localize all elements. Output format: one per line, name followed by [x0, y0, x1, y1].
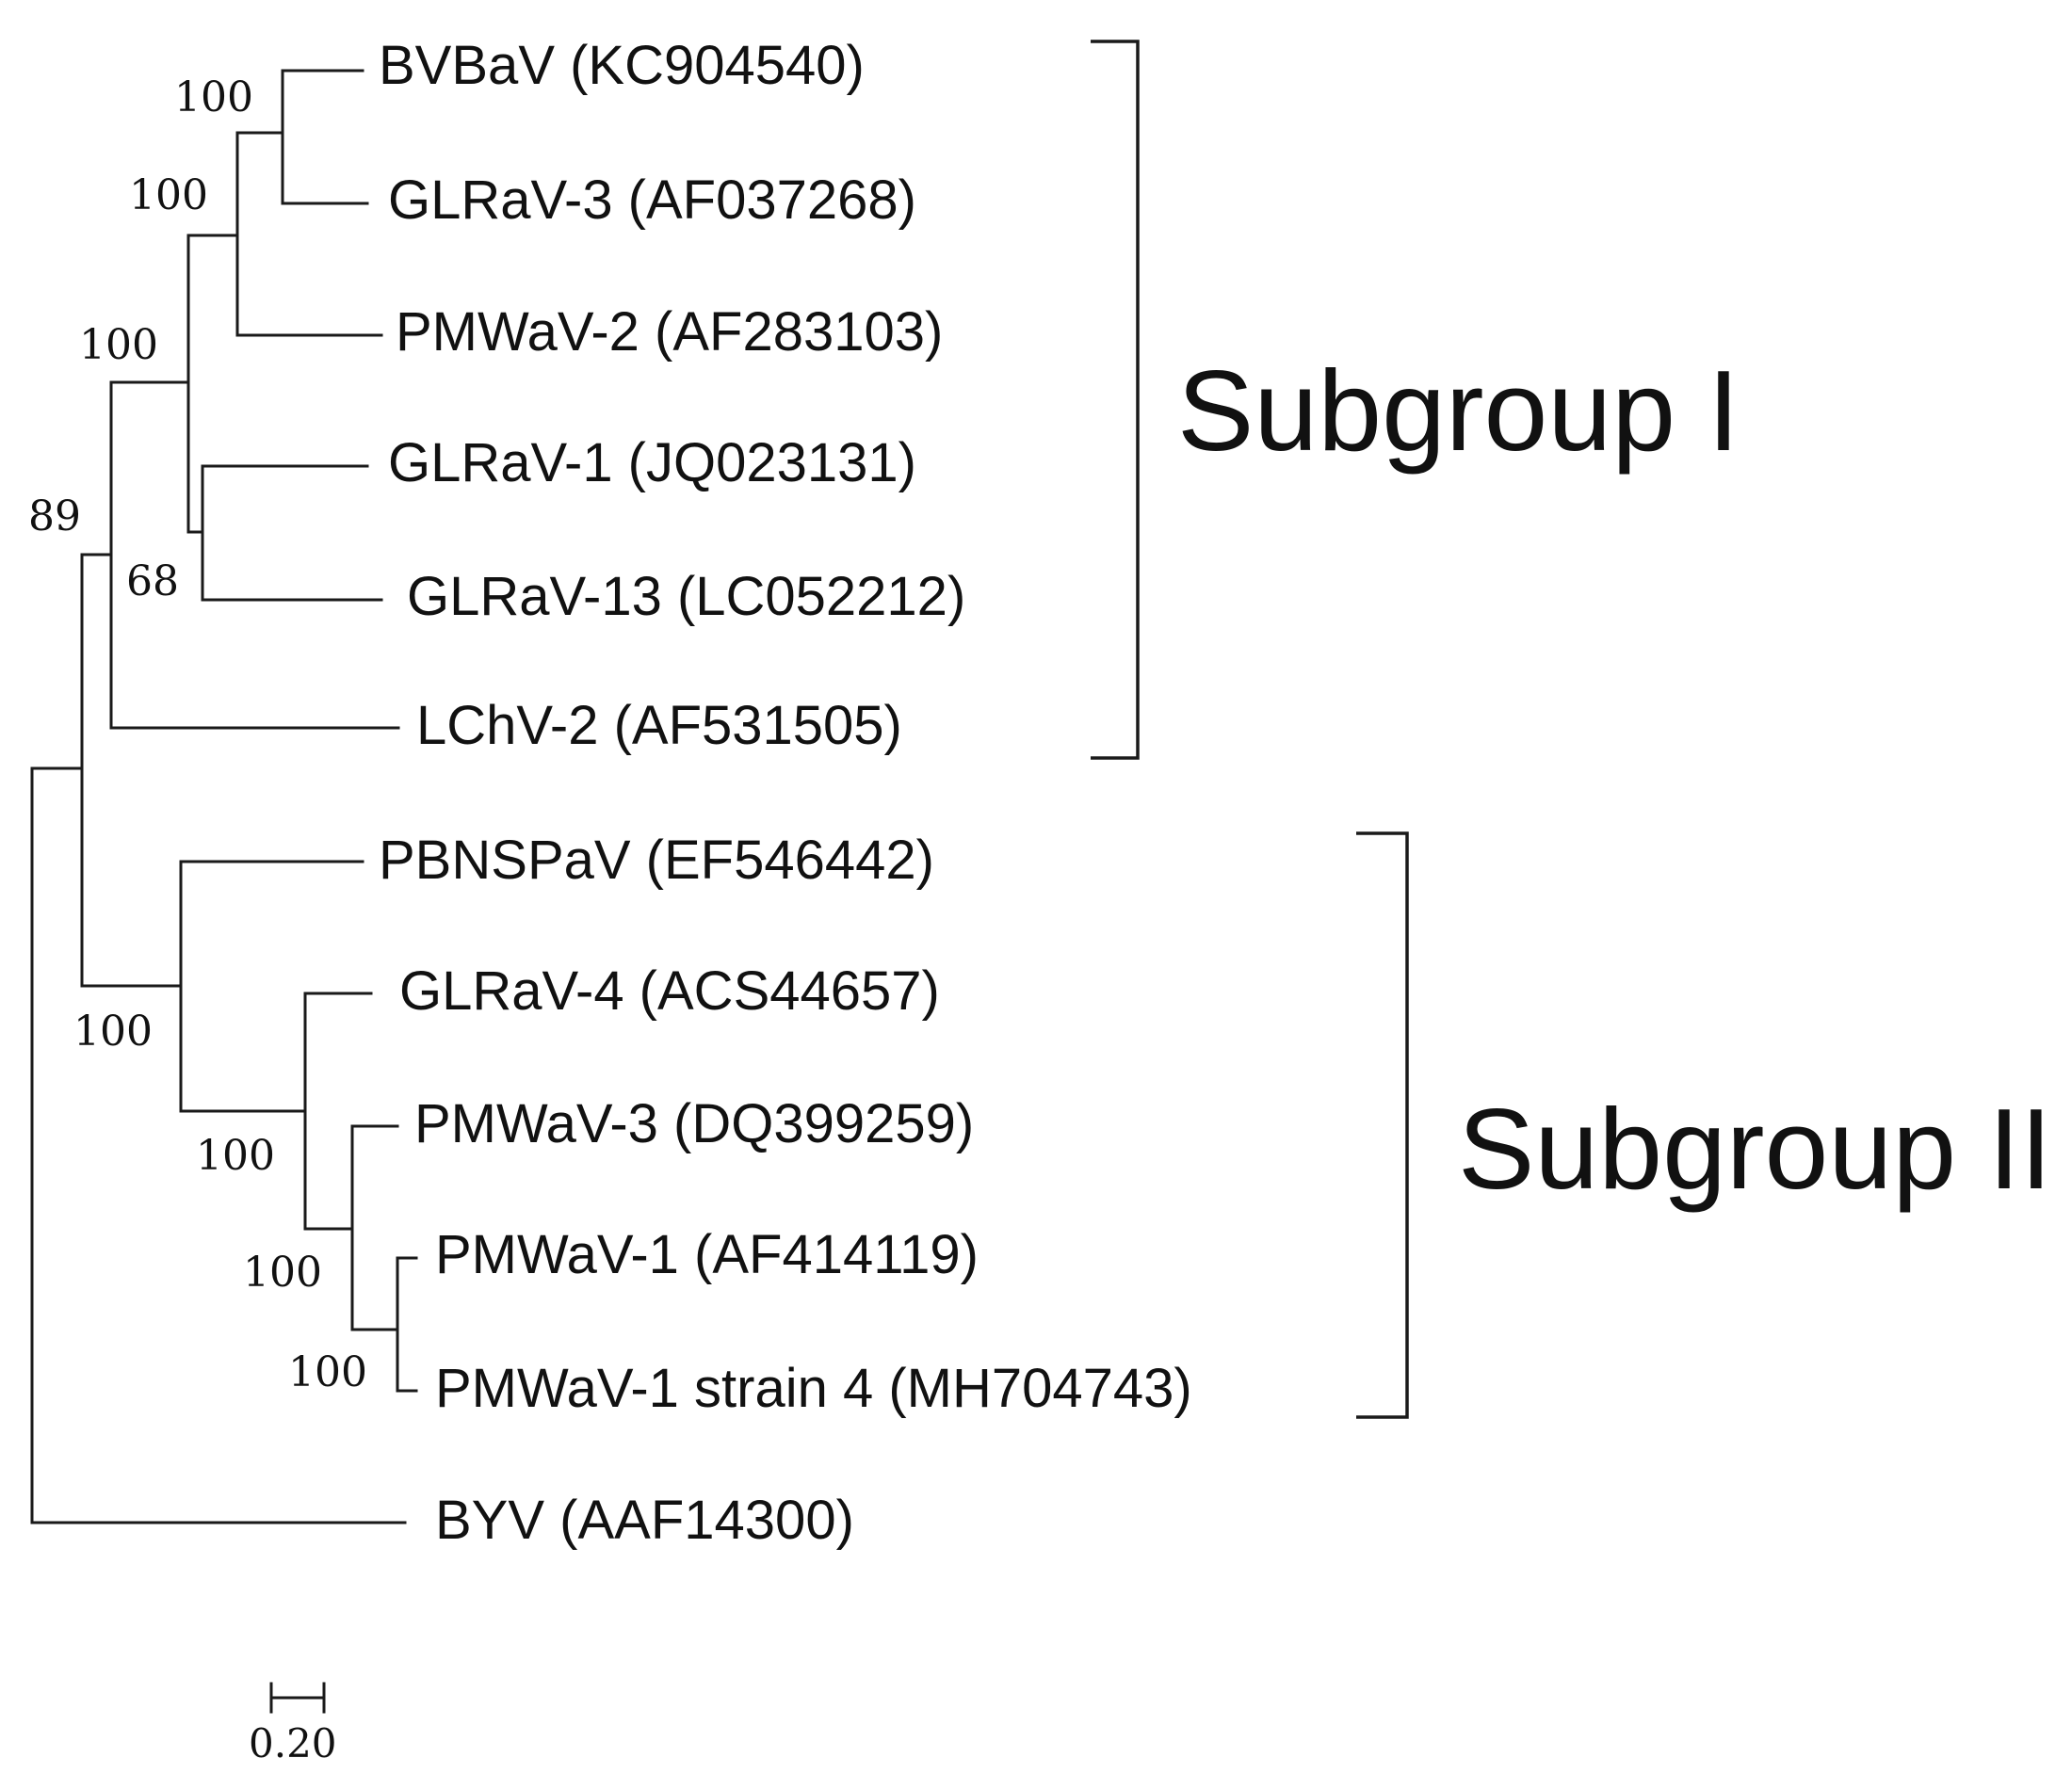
- bootstrap-value: 100: [288, 1348, 367, 1396]
- leaf-label: BVBaV (KC904540): [379, 35, 865, 96]
- subgroup-ii-bracket: [1356, 831, 1409, 1419]
- subgroup-i-bracket: [1091, 40, 1140, 760]
- tree-branches: [30, 69, 418, 1524]
- leaf-label: BYV (AAF14300): [435, 1490, 854, 1551]
- bootstrap-value: 89: [28, 492, 81, 540]
- bootstrap-value: 100: [196, 1132, 275, 1180]
- bootstrap-value: 68: [126, 557, 179, 605]
- bootstrap-value: 100: [243, 1249, 322, 1297]
- leaf-labels: BVBaV (KC904540) GLRaV-3 (AF037268) PMWa…: [379, 35, 1192, 1551]
- leaf-label: PBNSPaV (EF546442): [379, 830, 934, 891]
- bootstrap-values: 100 100 68 100 89 100 100 100 100: [28, 73, 367, 1396]
- leaf-label: PMWaV-3 (DQ399259): [414, 1093, 974, 1154]
- leaf-label: LChV-2 (AF531505): [416, 695, 902, 756]
- leaf-label: PMWaV-2 (AF283103): [396, 301, 943, 363]
- subgroup-ii-label: Subgroup II: [1458, 1085, 2052, 1213]
- leaf-label: GLRaV-1 (JQ023131): [388, 432, 916, 493]
- leaf-label: PMWaV-1 strain 4 (MH704743): [435, 1358, 1192, 1419]
- scale-bar: 0.20: [249, 1682, 337, 1766]
- leaf-label: GLRaV-13 (LC052212): [407, 566, 965, 627]
- subgroup-i-label: Subgroup I: [1177, 347, 1740, 475]
- leaf-label: GLRaV-4 (ACS44657): [399, 960, 940, 1022]
- leaf-label: GLRaV-3 (AF037268): [388, 169, 916, 231]
- bootstrap-value: 100: [73, 1008, 153, 1056]
- leaf-label: PMWaV-1 (AF414119): [435, 1224, 979, 1285]
- scale-bar-label: 0.20: [249, 1720, 337, 1766]
- subgroup-brackets: Subgroup I Subgroup II: [1091, 40, 2052, 1419]
- bootstrap-value: 100: [174, 73, 253, 121]
- bootstrap-value: 100: [129, 171, 208, 219]
- bootstrap-value: 100: [79, 321, 158, 369]
